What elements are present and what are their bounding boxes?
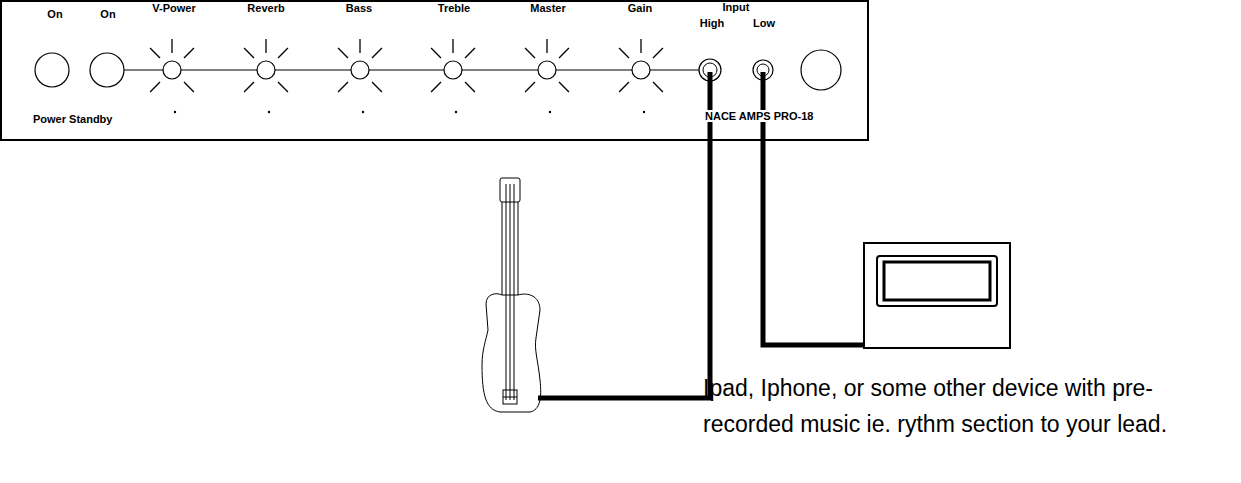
pilot-light <box>801 50 841 90</box>
model-name: NACE AMPS PRO-18 <box>703 110 815 122</box>
guitar-cable <box>538 72 710 398</box>
knob-tick <box>465 48 475 58</box>
knob-dot <box>362 111 364 113</box>
knob-tick <box>338 82 348 92</box>
knob <box>257 61 275 79</box>
knob-tick <box>372 48 382 58</box>
knob-tick <box>653 48 663 58</box>
control-label: High <box>700 17 724 29</box>
knob-tick <box>431 48 441 58</box>
amp-panel: On On V-Power Reverb Bass Treble Master Gain Inp… <box>0 0 869 141</box>
knob-tick <box>640 39 641 53</box>
control-label: Bass <box>346 2 372 14</box>
knob-tick <box>150 82 160 92</box>
control-label: V-Power <box>152 2 195 14</box>
knob-tick <box>278 48 288 58</box>
knob-tick <box>525 48 535 58</box>
control-label: On <box>47 8 62 20</box>
knob-tick <box>559 48 569 58</box>
knob <box>632 61 650 79</box>
knob-tick <box>278 82 288 92</box>
knob-tick <box>184 82 194 92</box>
knob-dot <box>643 111 645 113</box>
control-label: Reverb <box>247 2 284 14</box>
knob-tick <box>525 82 535 92</box>
panel-line <box>124 69 699 70</box>
knob-tick <box>338 48 348 58</box>
control-label: Low <box>753 17 775 29</box>
knob-tick <box>431 82 441 92</box>
tablet-device <box>864 243 1010 348</box>
knob-tick <box>150 48 160 58</box>
knob-tick <box>559 82 569 92</box>
knob-group <box>150 39 663 113</box>
knob-dot <box>174 111 176 113</box>
control-label: Input <box>723 1 750 13</box>
knob-tick <box>465 82 475 92</box>
knob-dot <box>455 111 457 113</box>
knob-dot <box>549 111 551 113</box>
power-switch <box>35 53 69 87</box>
knob-tick <box>171 39 172 53</box>
knob-tick <box>372 82 382 92</box>
knob-tick <box>244 48 254 58</box>
guitar <box>482 178 541 412</box>
knob-tick <box>265 39 266 53</box>
knob-tick <box>184 48 194 58</box>
standby-switch <box>90 53 124 87</box>
knob <box>163 61 181 79</box>
knob-tick <box>653 82 663 92</box>
control-label: Treble <box>438 2 470 14</box>
knob <box>538 61 556 79</box>
knob-tick <box>619 82 629 92</box>
knob <box>444 61 462 79</box>
knob-dot <box>268 111 270 113</box>
knob-tick <box>359 39 360 53</box>
knob-tick <box>452 39 453 53</box>
device-caption: Ipad, Iphone, or some other device with … <box>703 370 1241 442</box>
control-label: Master <box>530 2 565 14</box>
knob-tick <box>244 82 254 92</box>
knob-tick <box>619 48 629 58</box>
knob <box>351 61 369 79</box>
control-label: Gain <box>628 2 652 14</box>
control-label: Power Standby <box>33 113 112 125</box>
control-label: On <box>100 8 115 20</box>
knob-tick <box>546 39 547 53</box>
